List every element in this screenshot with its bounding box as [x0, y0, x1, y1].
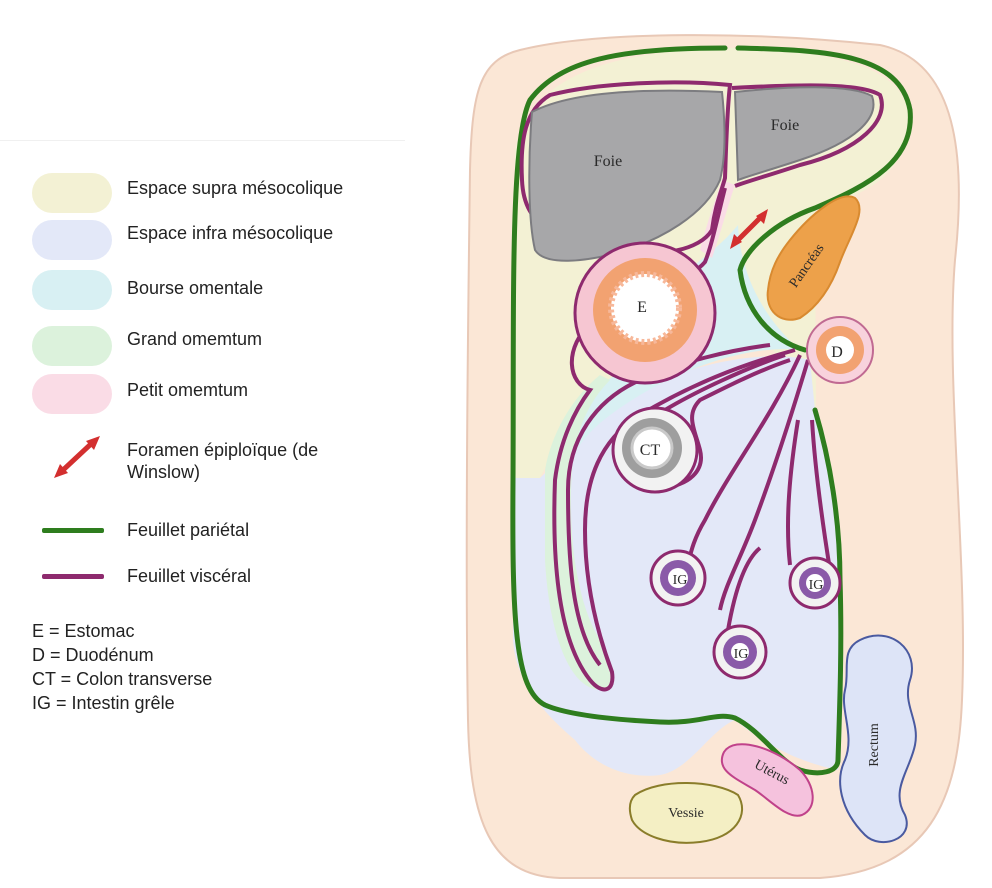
legend-item-grand-omentum: Grand omemtum — [0, 324, 405, 370]
legend-item-supra: Espace supra mésocolique — [0, 171, 405, 217]
swatch-petit-omentum — [32, 374, 112, 414]
legend-item-bourse: Bourse omentale — [0, 268, 405, 314]
ig2-lumen — [731, 643, 749, 661]
legend-item-foramen: Foramen épiploïque (de Winslow) — [0, 433, 405, 489]
duodenum-label: D — [831, 344, 843, 361]
legend-item-infra: Espace infra mésocolique — [0, 220, 405, 266]
abbrev-estomac: E = Estomac — [32, 621, 135, 641]
parietal-line-swatch — [42, 528, 104, 533]
rectum-shape — [839, 634, 917, 844]
abbrev-intestin: IG = Intestin grêle — [32, 693, 175, 713]
legend-item-visceral: Feuillet viscéral — [0, 563, 405, 609]
foramen-arrow-diagram — [730, 209, 768, 249]
mesentery-loop-ig1b — [718, 359, 810, 611]
stomach-label: E — [637, 299, 647, 316]
legend-label-parietal: Feuillet pariétal — [127, 520, 250, 540]
rectum-label: Rectum — [867, 723, 882, 767]
swatch-infra — [32, 220, 112, 260]
liver-left — [528, 89, 726, 262]
colon-label: CT — [640, 442, 661, 459]
legend-label-infra: Espace infra mésocolique — [127, 223, 334, 243]
legend-label-visceral: Feuillet viscéral — [127, 566, 252, 586]
legend-label-supra: Espace supra mésocolique — [127, 178, 344, 198]
ig2-label: IG — [734, 647, 749, 662]
legend-label-grand-omentum: Grand omemtum — [127, 329, 263, 349]
legend-item-parietal: Feuillet pariétal — [0, 517, 405, 563]
liver-right — [733, 86, 875, 182]
ig1-label: IG — [673, 573, 688, 588]
colon-lumen — [630, 426, 674, 470]
foramen-arrow-icon — [54, 436, 100, 478]
liver-left-label: Foie — [594, 153, 622, 170]
abbrev-duodenum: D = Duodénum — [32, 645, 154, 665]
swatch-grand-omentum — [32, 326, 112, 366]
stomach-lumen — [608, 271, 682, 345]
parietal-layer — [510, 45, 844, 776]
mesentery-loop-ig2 — [726, 546, 762, 631]
ig1-lumen — [668, 568, 688, 588]
abbrev-colon: CT = Colon transverse — [32, 669, 213, 689]
pancreas-shape — [766, 195, 861, 321]
liver-right-label: Foie — [771, 117, 799, 134]
ig3-lumen — [806, 574, 824, 592]
duodenum-lumen — [826, 336, 854, 364]
swatch-supra — [32, 173, 112, 213]
legend-label-petit-omentum: Petit omemtum — [127, 380, 249, 400]
ig3-label: IG — [809, 578, 824, 593]
legend-label-foramen-line1: Foramen épiploïque (de — [127, 440, 319, 460]
legend-label-bourse: Bourse omentale — [127, 278, 264, 298]
uterus-shape — [720, 743, 814, 817]
visceral-line-swatch — [42, 574, 104, 579]
legend: Espace supra mésocolique Espace infra mé… — [0, 140, 405, 749]
visceral-layer-right-liver — [731, 83, 884, 188]
bladder-label: Vessie — [668, 806, 704, 821]
legend-label-foramen-line2: Winslow) — [127, 462, 201, 482]
bladder-shape — [628, 782, 744, 844]
swatch-bourse — [32, 270, 112, 310]
mesentery-loop-ig3 — [786, 419, 832, 571]
legend-item-petit-omentum: Petit omemtum — [0, 372, 405, 418]
